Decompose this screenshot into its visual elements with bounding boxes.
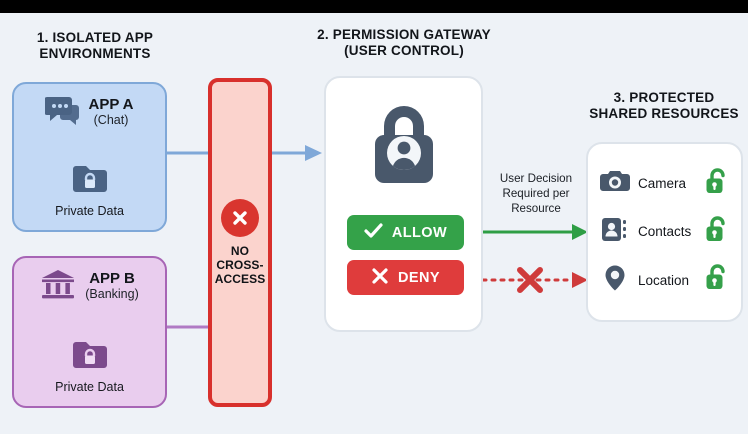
app-a-private-data: Private Data	[14, 163, 165, 218]
barrier-label: NO CROSS- ACCESS	[214, 243, 266, 287]
section-heading-permission-gateway: 2. PERMISSION GATEWAY (USER CONTROL)	[317, 27, 491, 58]
permission-gateway-panel: ALLOW DENY	[324, 76, 483, 332]
resource-label-location: Location	[638, 272, 690, 288]
connector-deny-to-resources	[481, 267, 588, 293]
app-a-name: APP A	[88, 96, 134, 114]
resource-row-contacts[interactable]: Contacts	[600, 215, 729, 248]
allow-button[interactable]: ALLOW	[347, 215, 464, 250]
unlocked-padlock-icon	[705, 215, 729, 248]
resource-label-contacts: Contacts	[638, 224, 692, 239]
deny-button[interactable]: DENY	[347, 260, 464, 295]
unlocked-padlock-icon	[705, 264, 729, 296]
lock-with-user-icon	[365, 100, 443, 193]
contacts-book-icon	[600, 216, 630, 248]
app-a-title-block: APP A (Chat)	[88, 97, 133, 128]
app-b-private-data: Private Data	[14, 339, 165, 394]
locked-folder-icon	[71, 163, 109, 200]
app-a-subtitle: (Chat)	[93, 112, 129, 127]
section-heading-protected-resources: 3. PROTECTED SHARED RESOURCES	[589, 90, 739, 121]
resource-row-camera[interactable]: Camera	[600, 167, 729, 200]
user-decision-note: User Decision Required per Resource	[499, 172, 573, 215]
no-cross-access-barrier: NO CROSS- ACCESS	[208, 78, 272, 407]
protected-resources-panel: Camera Co	[586, 142, 743, 322]
blocked-x-icon	[517, 267, 543, 293]
deny-button-label: DENY	[398, 269, 440, 286]
allow-button-label: ALLOW	[391, 224, 448, 241]
app-card-app-a[interactable]: APP A (Chat) Private Data	[12, 82, 167, 232]
resource-row-location[interactable]: Location	[600, 264, 729, 297]
connector-allow-to-resources	[483, 224, 588, 240]
bank-building-icon	[40, 268, 76, 305]
app-b-name: APP B	[89, 270, 135, 288]
app-b-title-block: APP B (Banking)	[85, 271, 139, 302]
x-icon	[371, 267, 389, 288]
locked-folder-icon	[71, 339, 109, 376]
camera-icon	[600, 168, 630, 199]
app-b-subtitle: (Banking)	[85, 286, 139, 301]
section-heading-isolated-apps: 1. ISOLATED APP ENVIRONMENTS	[36, 30, 154, 61]
app-card-app-b[interactable]: APP B (Banking) Private Data	[12, 256, 167, 408]
app-b-data-label: Private Data	[55, 380, 124, 394]
app-a-header: APP A (Chat)	[14, 94, 165, 131]
map-pin-icon	[600, 264, 630, 297]
unlocked-padlock-icon	[705, 167, 729, 200]
app-a-data-label: Private Data	[55, 204, 124, 218]
chat-bubbles-icon	[44, 94, 80, 131]
top-black-bar	[0, 0, 748, 13]
check-icon	[364, 222, 383, 243]
resource-label-camera: Camera	[638, 176, 687, 191]
app-b-header: APP B (Banking)	[14, 268, 165, 305]
x-circle-icon	[221, 198, 259, 237]
gateway-lock-wrap	[326, 100, 481, 193]
